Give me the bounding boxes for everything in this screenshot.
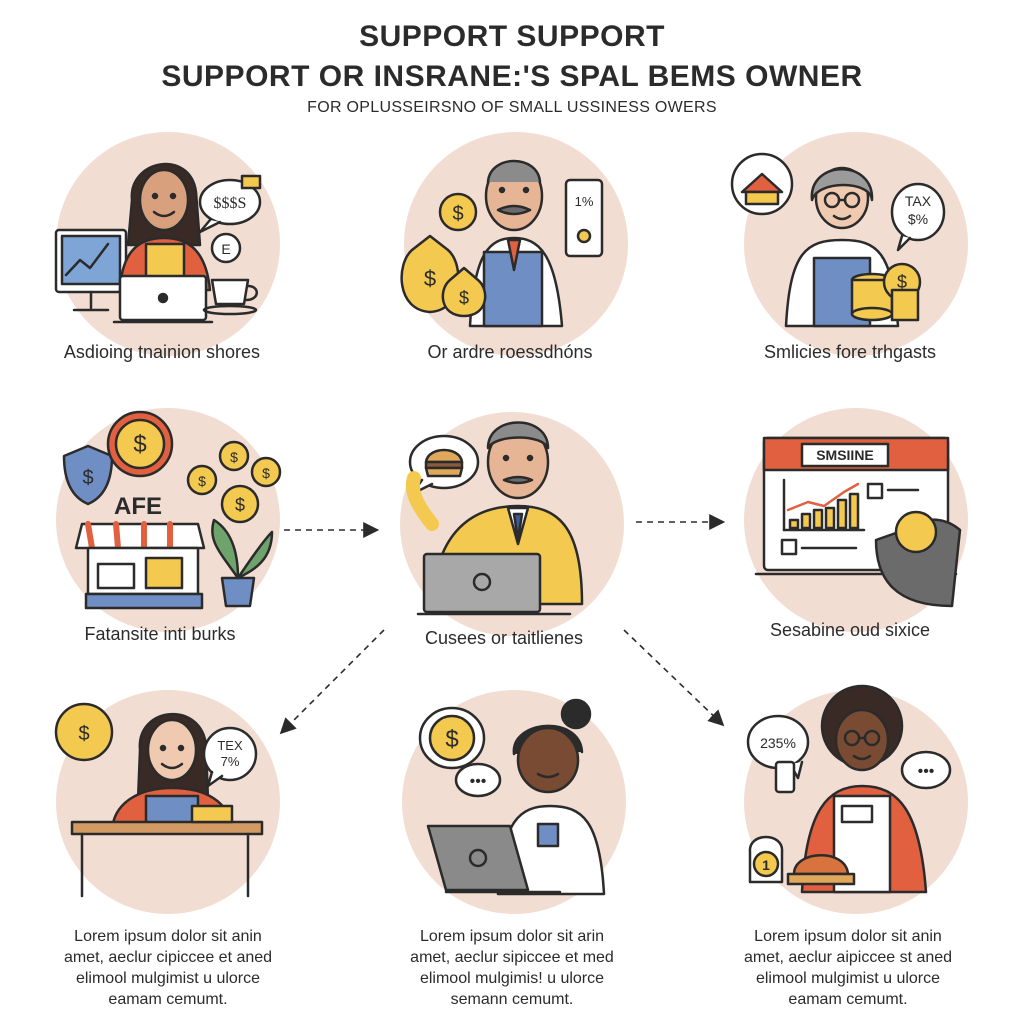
bubble-9-text: 235% [760, 735, 796, 751]
svg-text:$: $ [459, 288, 469, 308]
card-4-illustration: $ $ $ $ $ $ AFE [62, 410, 282, 610]
card-6-label: Sesabine oud sixice [769, 620, 931, 640]
card-3-label: Smlicies fore trhgasts [763, 342, 937, 362]
page-title-line2: SUPPORT OR INSRANE:'S SPAL BEMS OWNER [161, 60, 863, 93]
card-7-description: Lorem ipsum dolor sit anin amet, aeclur … [63, 928, 273, 1008]
card-5-label: Cusees or taitlienes [424, 628, 584, 648]
svg-text:•••: ••• [470, 773, 487, 790]
svg-text:$: $ [445, 726, 458, 753]
card-6-illustration: SMSIINE [754, 436, 962, 608]
card-3-illustration: TAX$% $ [730, 152, 946, 328]
svg-text:1: 1 [762, 857, 770, 873]
card-4-label: Fatansite inti burks [84, 624, 236, 644]
svg-text:$: $ [82, 467, 93, 489]
svg-text:•••: ••• [918, 763, 935, 780]
card-5-illustration [405, 421, 584, 616]
svg-text:$: $ [897, 272, 907, 292]
bubble-1b-text: E [221, 241, 230, 257]
card-9-illustration: 235% ••• 1 [746, 684, 952, 894]
svg-text:$: $ [230, 449, 238, 465]
svg-text:$: $ [452, 203, 463, 225]
svg-text:$: $ [78, 723, 89, 745]
card-2-illustration: $ $ $ 1% [400, 159, 604, 328]
page-subtitle: FOR OPLUSSEIRSNO OF SMALL USSINESS OWERS [307, 99, 717, 116]
arrow-5-to-7 [279, 629, 385, 735]
svg-text:$: $ [424, 266, 436, 291]
svg-text:$: $ [235, 495, 245, 515]
shop-sign: AFE [114, 493, 162, 520]
svg-text:$: $ [133, 431, 146, 458]
tax-bubble-text: TAX$% [905, 193, 932, 227]
card-8-description: Lorem ipsum dolor sit arin amet, aeclur … [410, 928, 614, 1008]
svg-text:$: $ [262, 465, 270, 481]
card-1-illustration: $$$S E [54, 162, 262, 324]
bubble-1-text: $$$S [214, 195, 247, 212]
arrow-5-to-9 [623, 629, 725, 727]
card-1-label: Asdioing tnainion shores [63, 342, 261, 362]
card-8-illustration: $ ••• [418, 698, 606, 896]
dashboard-sign: SMSIINE [816, 447, 874, 463]
card-2-label: Or ardre roessdhóns [427, 342, 593, 362]
svg-text:$: $ [198, 473, 206, 489]
card-9-description: Lorem ipsum dolor sit anin amet, aeclur … [743, 928, 953, 1008]
page-title: SUPPORT SUPPORT [359, 20, 665, 53]
phone-text: 1% [575, 194, 594, 209]
